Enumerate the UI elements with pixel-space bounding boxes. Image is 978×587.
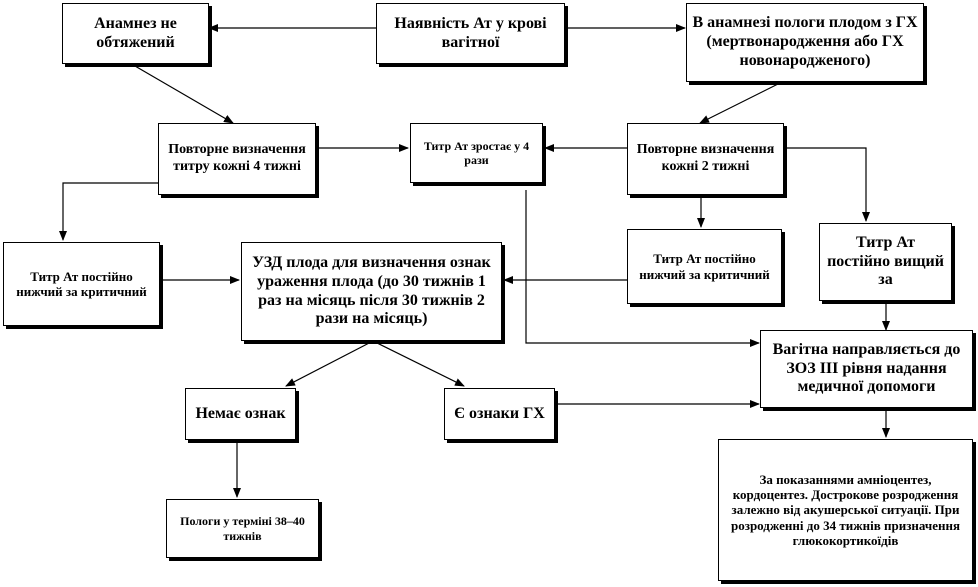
node-anamnesis-clear-text: Анамнез не обтяжений: [94, 14, 177, 51]
node-referral: Вагітна направляється до ЗОЗ ІІІ рівня н…: [760, 330, 973, 408]
node-titer-below-right-text: Титр Ат постійно нижчий за критичний: [639, 251, 770, 282]
arrow-repeat-2w-to-titer-above: [784, 147, 870, 222]
node-has-signs: Є ознаки ГХ: [444, 388, 555, 440]
node-anamnesis-hd-text: В анамнезі пологи плодом з ГХ (мертвонар…: [692, 14, 918, 69]
arrow-repeat-4w-to-below-left: [59, 182, 158, 241]
arrow-hd-to-repeat-2w: [699, 83, 779, 124]
node-titer-above-text: Титр Ат постійно вищий за: [827, 233, 944, 289]
arrow-titer-rises-to-referral: [525, 190, 760, 347]
node-titer-above: Титр Ат постійно вищий за: [819, 223, 952, 301]
node-anamnesis-clear: Анамнез не обтяжений: [62, 3, 209, 64]
node-indications-text: За показаннями амніоцентез, кордоцентез.…: [730, 471, 961, 548]
node-repeat-4w-text: Повторне визначення титру кожні 4 тижні: [168, 142, 306, 174]
node-titer-below-left-text: Титр Ат постійно нижчий за критичний: [16, 268, 147, 299]
node-titer-rises-text: Титр Ат зростає у 4 рази: [423, 138, 530, 167]
arrow-clear-to-repeat-4w: [134, 65, 234, 124]
node-indications: За показаннями амніоцентез, кордоцентез.…: [718, 439, 973, 581]
node-delivery-text: Пологи у терміні 38–40 тижнів: [180, 514, 305, 543]
node-repeat-2w: Повторне визначення кожні 2 тижні: [627, 123, 784, 195]
node-repeat-4w: Повторне визначення титру кожні 4 тижні: [158, 123, 316, 195]
node-referral-text: Вагітна направляється до ЗОЗ ІІІ рівня н…: [772, 340, 961, 396]
node-anamnesis-hd: В анамнезі пологи плодом з ГХ (мертвонар…: [686, 3, 924, 82]
node-no-signs: Немає ознак: [185, 388, 296, 440]
node-repeat-2w-text: Повторне визначення кожні 2 тижні: [636, 142, 775, 174]
node-no-signs-text: Немає ознак: [195, 404, 286, 422]
node-ultrasound-text: УЗД плода для визначення ознак ураження …: [252, 253, 491, 328]
node-at-in-blood-text: Наявність Ат у крові вагітної: [394, 14, 547, 51]
node-delivery: Пологи у терміні 38–40 тижнів: [166, 499, 319, 558]
node-titer-below-left: Титр Ат постійно нижчий за критичний: [3, 242, 160, 326]
node-has-signs-text: Є ознаки ГХ: [454, 404, 545, 422]
arrow-ultrasound-to-has-signs: [372, 340, 465, 387]
arrow-ultrasound-to-no-signs: [285, 340, 374, 387]
node-ultrasound: УЗД плода для визначення ознак ураження …: [241, 242, 502, 341]
node-at-in-blood: Наявність Ат у крові вагітної: [376, 3, 565, 64]
node-titer-rises: Титр Ат зростає у 4 рази: [410, 123, 543, 183]
node-titer-below-right: Титр Ат постійно нижчий за критичний: [627, 229, 782, 304]
